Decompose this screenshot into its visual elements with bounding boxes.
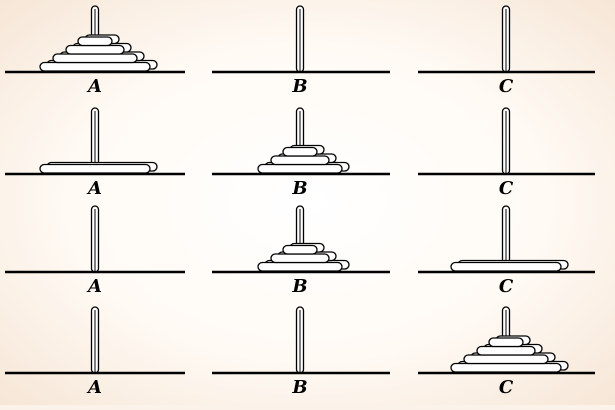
peg-label-b-stage-2: B: [291, 178, 307, 199]
disk-3-peg-b-stage-3: [257, 261, 343, 272]
disk-4-peg-c-stage-3: [450, 261, 562, 272]
disk-1-peg-b-stage-3: [282, 244, 318, 255]
disk-1-peg-b-stage-2: [282, 146, 318, 157]
peg-label-c-stage-3: C: [499, 276, 514, 297]
peg-label-a-stage-2: A: [86, 178, 102, 199]
disk-3-peg-a-stage-1: [52, 53, 138, 64]
disk-4-peg-a-stage-2: [39, 163, 151, 174]
peg-label-c-stage-4: C: [499, 377, 514, 398]
disk-2-peg-b-stage-3: [270, 253, 330, 264]
peg-label-b-stage-1: B: [291, 76, 307, 97]
disk-2-peg-c-stage-4: [476, 345, 536, 356]
peg-label-a-stage-1: A: [86, 76, 102, 97]
disk-3-peg-c-stage-4: [463, 354, 549, 365]
disk-4-peg-a-stage-1: [39, 61, 151, 72]
peg-label-b-stage-3: B: [291, 276, 307, 297]
disk-2-peg-a-stage-1: [65, 44, 125, 55]
disk-1-peg-a-stage-1: [77, 36, 113, 47]
disk-3-peg-b-stage-2: [257, 163, 343, 174]
disk-2-peg-b-stage-2: [270, 155, 330, 166]
peg-label-c-stage-1: C: [499, 76, 514, 97]
disk-1-peg-c-stage-4: [488, 337, 524, 348]
peg-label-c-stage-2: C: [499, 178, 514, 199]
peg-label-a-stage-4: A: [86, 377, 102, 398]
disk-4-peg-c-stage-4: [450, 362, 562, 373]
peg-label-b-stage-4: B: [291, 377, 307, 398]
peg-label-a-stage-3: A: [86, 276, 102, 297]
